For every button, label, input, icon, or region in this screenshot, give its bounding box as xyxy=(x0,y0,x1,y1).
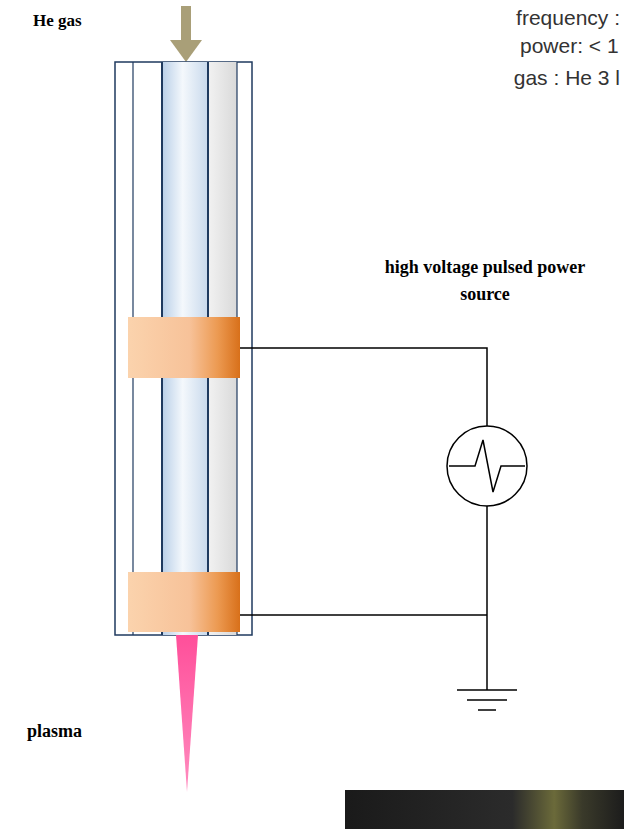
upper-electrode xyxy=(128,317,240,378)
part-label: He gas xyxy=(33,8,82,34)
parameter-text: power: < 1 xyxy=(520,30,619,62)
gas-inlet-arrow xyxy=(170,6,202,62)
part-label: plasma xyxy=(27,718,82,745)
parameter-text: frequency : xyxy=(516,2,620,34)
wire xyxy=(240,348,487,690)
ground-symbol xyxy=(457,690,517,710)
photo-fragment xyxy=(345,790,624,829)
pulsed-source-symbol xyxy=(447,426,527,506)
part-label: high voltage pulsed power source xyxy=(375,254,595,308)
lower-electrode xyxy=(128,572,240,632)
glass-tube xyxy=(115,62,252,635)
plasma-plume xyxy=(176,635,198,792)
parameter-text: gas : He 3 l xyxy=(514,62,620,94)
